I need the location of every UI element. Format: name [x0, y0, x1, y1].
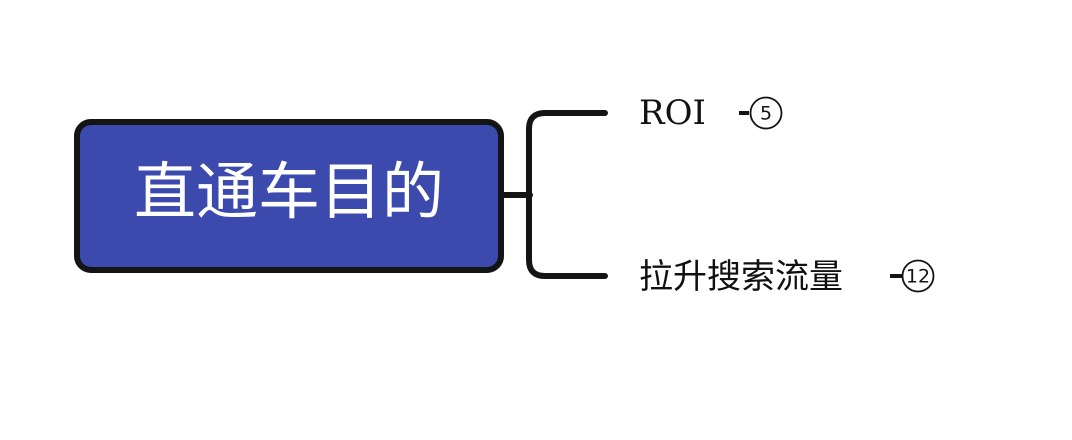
- count-badge-roi[interactable]: 5: [749, 96, 783, 130]
- connector-group: [500, 110, 608, 279]
- count-badge-circle: [749, 96, 783, 130]
- count-badge-number: 5: [760, 103, 772, 125]
- branch-bracket: [526, 110, 608, 279]
- root-topic-box: [74, 119, 504, 273]
- root-topic-node[interactable]: 直通车目的: [74, 119, 504, 273]
- root-topic-label: 直通车目的: [134, 155, 444, 228]
- branch-node-roi[interactable]: ROI 5: [639, 93, 783, 133]
- branch-label-search-traffic: 拉升搜索流量: [639, 257, 843, 297]
- branch-label-roi: ROI: [639, 93, 706, 133]
- count-badge-number: 12: [906, 266, 930, 288]
- branch-node-search-traffic[interactable]: 拉升搜索流量 12: [639, 257, 935, 297]
- count-badge-search-traffic[interactable]: 12: [901, 259, 935, 293]
- count-badge-circle: [901, 259, 935, 293]
